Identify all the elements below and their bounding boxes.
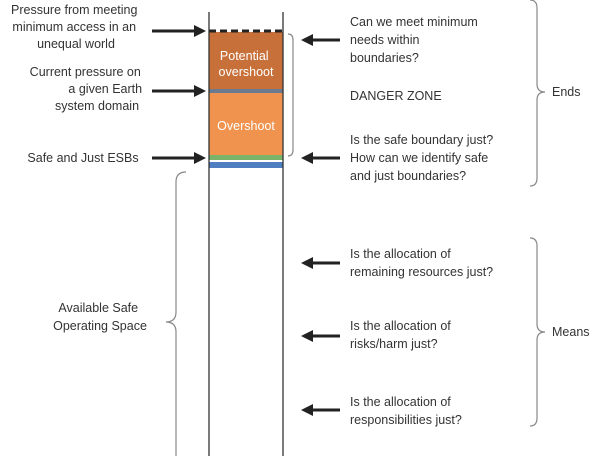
means-brace: [529, 237, 546, 427]
q-risks-harm-text: Is the allocation of risks/harm just?: [350, 319, 454, 351]
means-label: Means: [552, 325, 590, 339]
overshoot-label: Overshoot: [217, 119, 275, 133]
safe-just-esbs-arrow-head: [194, 152, 206, 164]
q-safe-boundary-text: Is the safe boundary just? How can we id…: [350, 133, 497, 183]
q-safe-boundary-arrow-head: [301, 152, 313, 164]
danger-zone-text: DANGER ZONE: [350, 89, 442, 103]
q-risks-harm-arrow-head: [301, 330, 313, 342]
q-responsibilities-arrow-head: [301, 404, 313, 416]
available-sos-brace: [165, 171, 187, 456]
potential-overshoot-zone: [209, 32, 283, 91]
current-pressure-arrow-head: [194, 85, 206, 97]
pressure-min-access-arrow-head: [194, 25, 206, 37]
current-pressure-label: Current pressure on a given Earth system…: [30, 65, 146, 113]
potential-overshoot-label: Potential overshoot: [219, 49, 274, 79]
q-remaining-resources-arrow-head: [301, 257, 313, 269]
overshoot-zone: [209, 92, 283, 155]
safe-boundary-blue-band: [209, 162, 283, 168]
safe-just-esbs-label: Safe and Just ESBs: [27, 151, 138, 165]
available-sos-label: Available Safe Operating Space: [53, 301, 147, 333]
pressure-min-access-label: Pressure from meeting minimum access in …: [11, 3, 141, 51]
q-remaining-resources-text: Is the allocation of remaining resources…: [350, 247, 493, 279]
q-responsibilities-text: Is the allocation of responsibilities ju…: [350, 395, 462, 427]
ends-label: Ends: [552, 85, 581, 99]
ends-brace: [529, 0, 546, 187]
current-pressure-line: [209, 89, 283, 93]
safe-boundary-green-band: [209, 155, 283, 160]
overshoot-brace: [287, 33, 294, 157]
q-min-needs-text: Can we meet minimum needs within boundar…: [350, 15, 481, 65]
q-min-needs-arrow-head: [301, 34, 313, 46]
